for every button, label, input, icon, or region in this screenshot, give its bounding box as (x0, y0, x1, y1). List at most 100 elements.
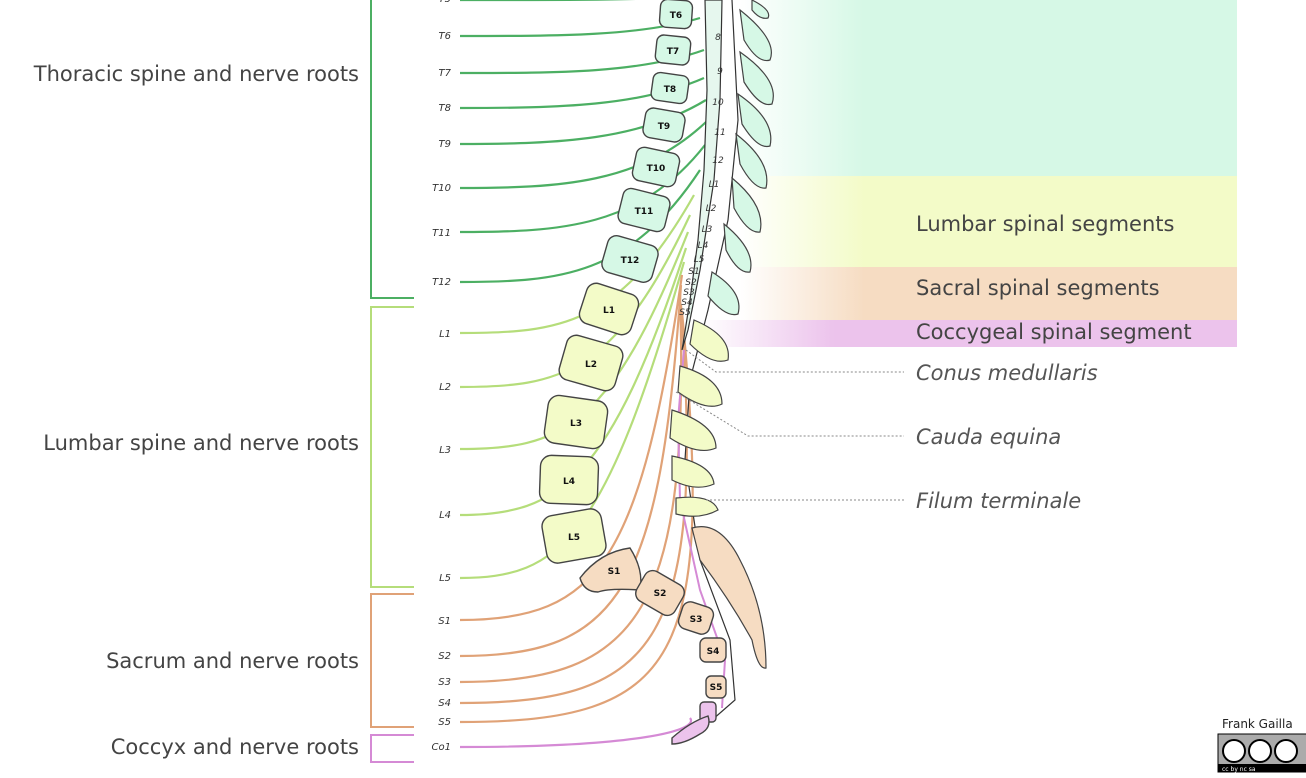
vertebra-label: S2 (654, 589, 667, 599)
vertebra-body (617, 187, 671, 233)
leader-line (675, 391, 904, 437)
spinous-processes (669, 0, 774, 669)
nerve-root-label: L5 (439, 573, 451, 584)
license-text: cc by nc sa (1222, 766, 1256, 773)
vertebra-body (541, 508, 607, 564)
spinous-process (677, 365, 723, 407)
vertebral-bodies (538, 0, 727, 745)
cord-segment-label: S3 (683, 288, 695, 298)
sacral-crest (691, 526, 767, 669)
vertebra-label: S5 (710, 683, 723, 693)
vertebra-label: S3 (690, 615, 703, 625)
nerve-root-label: S3 (438, 677, 451, 688)
coccyx-region-label: Coccyx and nerve roots (111, 735, 359, 759)
sacrum-bracket (370, 593, 414, 728)
cord-segment-label: S4 (681, 298, 693, 308)
nerve-root-line (459, 717, 693, 749)
thoracic-segment-band (740, 0, 1237, 176)
nerve-root-label: L3 (439, 445, 451, 456)
vertebra-body (642, 107, 686, 143)
cord-segment-label: S2 (685, 278, 697, 288)
vertebra-label: L4 (563, 477, 575, 487)
vertebra-body (650, 71, 690, 105)
vertebra-label: L1 (603, 306, 615, 316)
nerve-root-label: S5 (438, 717, 451, 728)
spinous-process (707, 271, 740, 316)
coccyx-bracket (370, 734, 414, 763)
vertebra-body (654, 34, 692, 66)
conus-medullaris-label: Conus medullaris (916, 361, 1098, 385)
spinous-process (739, 50, 774, 106)
vertebra-label: T8 (664, 85, 676, 95)
cord-segment-label: 8 (715, 33, 721, 43)
vertebra-label: T7 (667, 47, 679, 57)
vertebra-body (631, 146, 681, 188)
nerve-root-label: T9 (439, 139, 451, 150)
leader-line (685, 349, 904, 373)
vertebra-label: L2 (585, 360, 597, 370)
vertebra-body (578, 282, 640, 336)
cord-segment-label: 11 (714, 128, 725, 138)
nerve-root-label: T7 (439, 68, 452, 79)
spinous-process (675, 496, 719, 517)
cauda-equina-label: Cauda equina (916, 425, 1061, 449)
vertebra-label: S4 (707, 647, 720, 657)
cc-icon (1222, 739, 1246, 763)
vertebra-body (677, 601, 715, 635)
vertebra-label: L5 (568, 533, 580, 543)
vertebra-body (543, 394, 609, 450)
sacrum-region-label: Sacrum and nerve roots (106, 649, 359, 673)
filum-terminale-label: Filum terminale (916, 489, 1081, 513)
cord-segment-label: 10 (712, 98, 724, 108)
nerve-root-label: Co1 (432, 742, 451, 753)
by-icon (1248, 739, 1272, 763)
vertebra-label: L3 (570, 419, 582, 429)
coccygeal-segment-band (700, 320, 1237, 347)
nerve-root-label: T12 (432, 277, 451, 288)
nerve-root-line (459, 144, 706, 234)
spinal-cord (681, 0, 723, 351)
nerve-root-line (459, 169, 701, 284)
vertebra-body (699, 637, 727, 663)
nerve-root-label: S1 (438, 616, 451, 627)
vertebra-label: T9 (658, 122, 670, 132)
cord-segment-label: L5 (694, 255, 705, 265)
author-credit: Frank Gailla (1222, 717, 1293, 731)
cord-segment-label: 12 (712, 156, 724, 166)
spinous-process (739, 8, 772, 62)
cord-segment-label: L2 (706, 204, 717, 214)
nerve-root-label: T8 (439, 103, 451, 114)
filum-terminale (676, 349, 727, 709)
vertebra-body (601, 235, 659, 283)
lumbar-segments-label: Lumbar spinal segments (916, 212, 1174, 236)
nerve-root-label: L4 (439, 510, 451, 521)
vertebra-label: T6 (670, 11, 682, 21)
leader-lines (675, 349, 904, 501)
nerve-root-label: L2 (439, 382, 451, 393)
nerve-root-label: S4 (438, 698, 451, 709)
cord-segment-label: S1 (688, 267, 699, 277)
nerve-root-line (459, 121, 707, 190)
cord-segment-label: S5 (679, 308, 691, 318)
spinous-process (731, 176, 762, 233)
vertebra-label: S1 (608, 567, 621, 577)
spinous-process (751, 0, 770, 19)
cord-segment-label: L3 (702, 225, 713, 235)
cord-segment-label: 9 (717, 67, 723, 77)
license-badge: cc by nc sa (1217, 733, 1306, 773)
coccygeal-segment-label: Coccygeal spinal segment (916, 320, 1192, 344)
spinous-process (669, 409, 717, 451)
sacral-segment-band (740, 267, 1237, 320)
vertebra-body (538, 454, 600, 506)
vertebra-body (558, 334, 624, 392)
nerve-root-label: T6 (439, 31, 451, 42)
nc-icon (1274, 739, 1298, 763)
vertebra-body (705, 675, 727, 699)
lumbar-bracket (370, 306, 414, 588)
vertebra-label: T10 (647, 164, 666, 174)
coccyx-bone (671, 715, 710, 745)
nerve-root-label: T5 (439, 0, 451, 5)
